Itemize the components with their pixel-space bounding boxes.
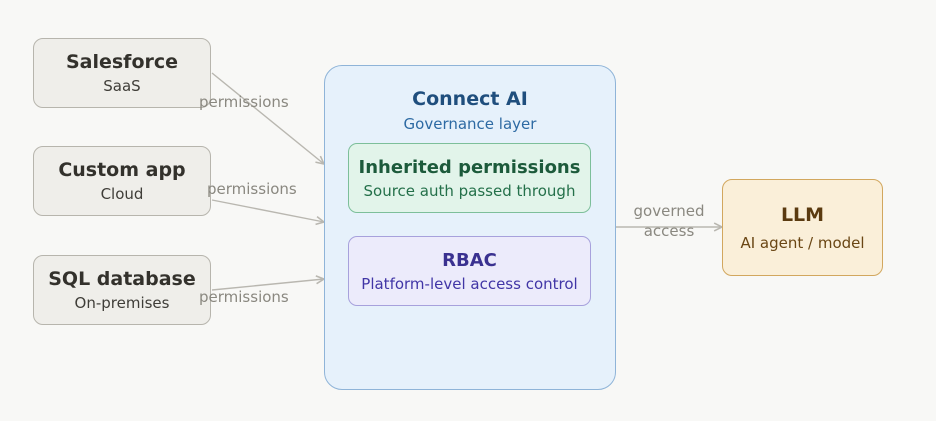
edge-label-salesforce: permissions — [199, 93, 289, 111]
llm-node: LLM AI agent / model — [722, 179, 883, 276]
connect-ai-title: Connect AI — [412, 88, 528, 110]
arrow-sql-to-connect — [211, 279, 324, 291]
rbac-title: RBAC — [442, 249, 497, 271]
inherited-permissions-subtitle: Source auth passed through — [363, 181, 576, 200]
connect-ai-subtitle: Governance layer — [403, 115, 537, 133]
governed-label-line2: access — [643, 222, 695, 240]
source-title: Salesforce — [65, 51, 179, 73]
source-node-custom-app: Custom app Cloud — [33, 146, 211, 216]
source-subtitle: SaaS — [103, 77, 141, 95]
edge-label-custom-app: permissions — [207, 180, 297, 198]
rbac-node: RBAC Platform-level access control — [348, 236, 591, 306]
arrow-custom-to-connect — [211, 199, 324, 222]
edge-label-governed-access: governed access — [626, 201, 712, 241]
arrow-salesforce-to-connect — [211, 72, 324, 164]
llm-subtitle: AI agent / model — [740, 233, 865, 252]
connect-ai-node: Connect AI Governance layer — [324, 65, 616, 390]
inherited-permissions-node: Inherited permissions Source auth passed… — [348, 143, 591, 213]
inherited-permissions-title: Inherited permissions — [358, 156, 581, 178]
source-title: Custom app — [58, 159, 186, 181]
source-subtitle: Cloud — [100, 185, 144, 203]
source-node-sql-database: SQL database On-premises — [33, 255, 211, 325]
source-node-salesforce: Salesforce SaaS — [33, 38, 211, 108]
rbac-subtitle: Platform-level access control — [361, 274, 578, 293]
source-title: SQL database — [48, 268, 196, 290]
source-subtitle: On-premises — [74, 294, 170, 312]
llm-title: LLM — [780, 203, 825, 226]
edge-label-sql-database: permissions — [199, 288, 289, 306]
governed-label-line1: governed — [633, 202, 705, 220]
